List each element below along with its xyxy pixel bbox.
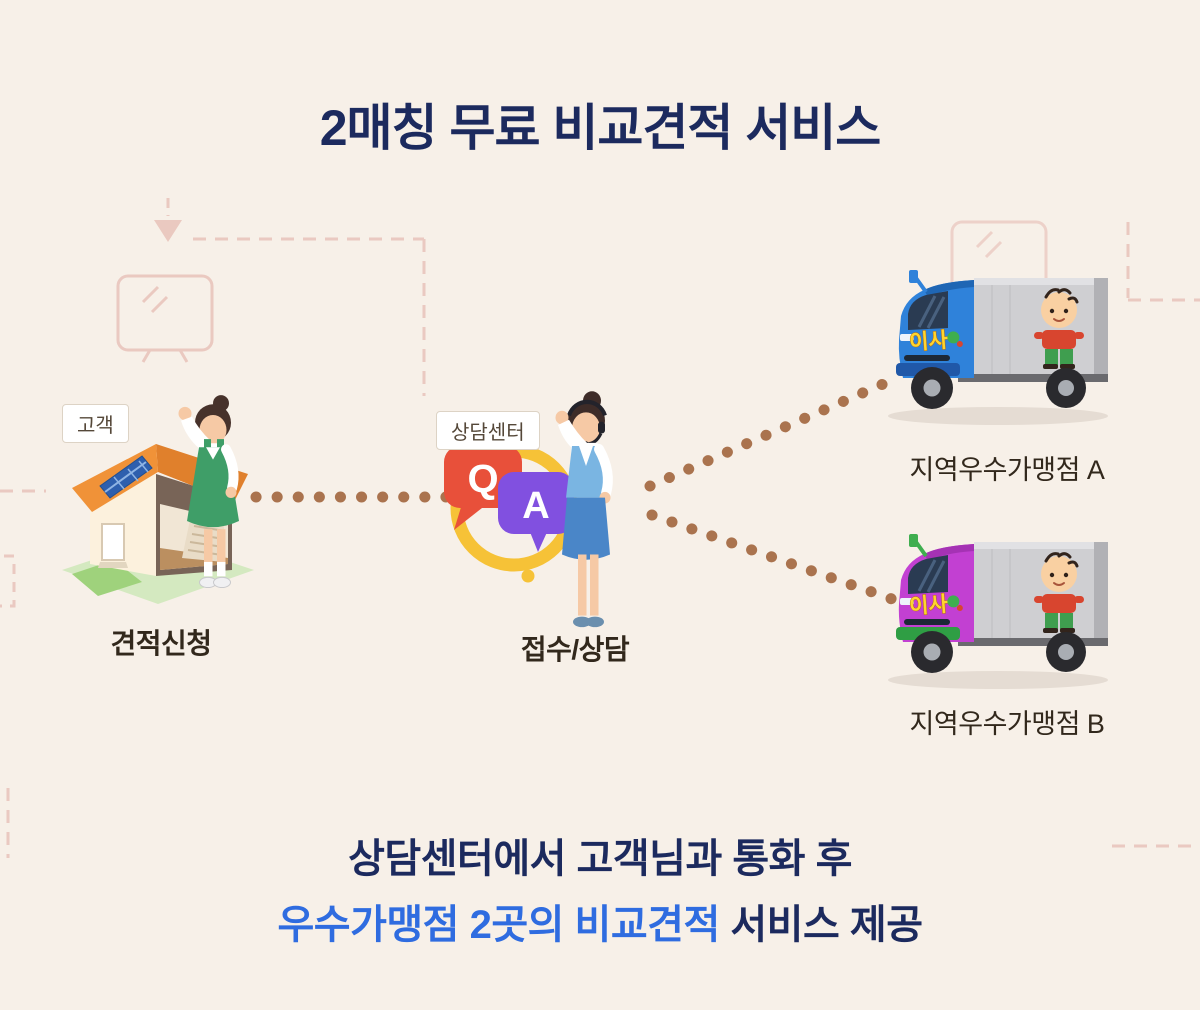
raised-hand (555, 410, 569, 425)
connector-center-truck-a (644, 375, 896, 492)
counselor-character (555, 391, 613, 628)
a-letter: A (522, 485, 549, 527)
solar-panel (99, 455, 153, 499)
truck-shadow (888, 407, 1108, 425)
blue-vest (566, 446, 606, 498)
chassis (958, 374, 1108, 382)
truck-logo: 이사 (908, 328, 963, 355)
footer-line1: 상담센터에서 고객님과 통화 후 (348, 837, 852, 881)
tv-icon-left (116, 274, 214, 363)
cab: 이사 (896, 270, 974, 378)
call-center-badge: 상담센터 (436, 411, 540, 450)
front-door (98, 523, 128, 568)
call-center-caption: 접수/상담 (520, 634, 630, 665)
truck-a-illustration: 이사 (888, 270, 1108, 425)
franchise-b-caption: 지역우수가맹점 B (909, 709, 1105, 739)
blue-skirt (562, 497, 610, 560)
cargo-box (974, 542, 1108, 642)
wheels (911, 367, 1086, 409)
mascot-character (1034, 288, 1084, 369)
footer-line2: 우수가맹점 2곳의 비교견적 서비스 제공 (0, 892, 1200, 950)
mascot-character (1034, 552, 1084, 633)
franchise-a-caption: 지역우수가맹점 A (909, 455, 1105, 485)
footer-line2-rest: 서비스 제공 (719, 903, 923, 947)
a-bubble: A (498, 472, 574, 552)
page-title: 2매칭 무료 비교견적 서비스 (319, 100, 881, 156)
q-letter: Q (467, 457, 498, 501)
green-apron (187, 439, 239, 528)
waving-hand (178, 406, 192, 421)
svg-text:이사: 이사 (909, 593, 950, 619)
qa-bubbles-icon: Q A (444, 444, 578, 583)
truck-logo: 이사 (908, 592, 963, 619)
cargo-box (974, 278, 1108, 378)
cab: 이사 (896, 534, 974, 642)
truck-shadow (888, 671, 1108, 689)
customer-character (178, 395, 239, 589)
wheels (911, 631, 1086, 673)
arrow-down-icon (154, 220, 182, 242)
truck-b-illustration: 이사 (888, 534, 1108, 689)
svg-text:이사: 이사 (909, 329, 950, 355)
customer-caption: 견적신청 (110, 628, 212, 659)
footer-line2-highlight: 우수가맹점 2곳의 비교견적 (277, 903, 720, 947)
connector-center-truck-b (646, 509, 898, 605)
customer-badge: 고객 (62, 404, 129, 443)
chassis (958, 638, 1108, 646)
